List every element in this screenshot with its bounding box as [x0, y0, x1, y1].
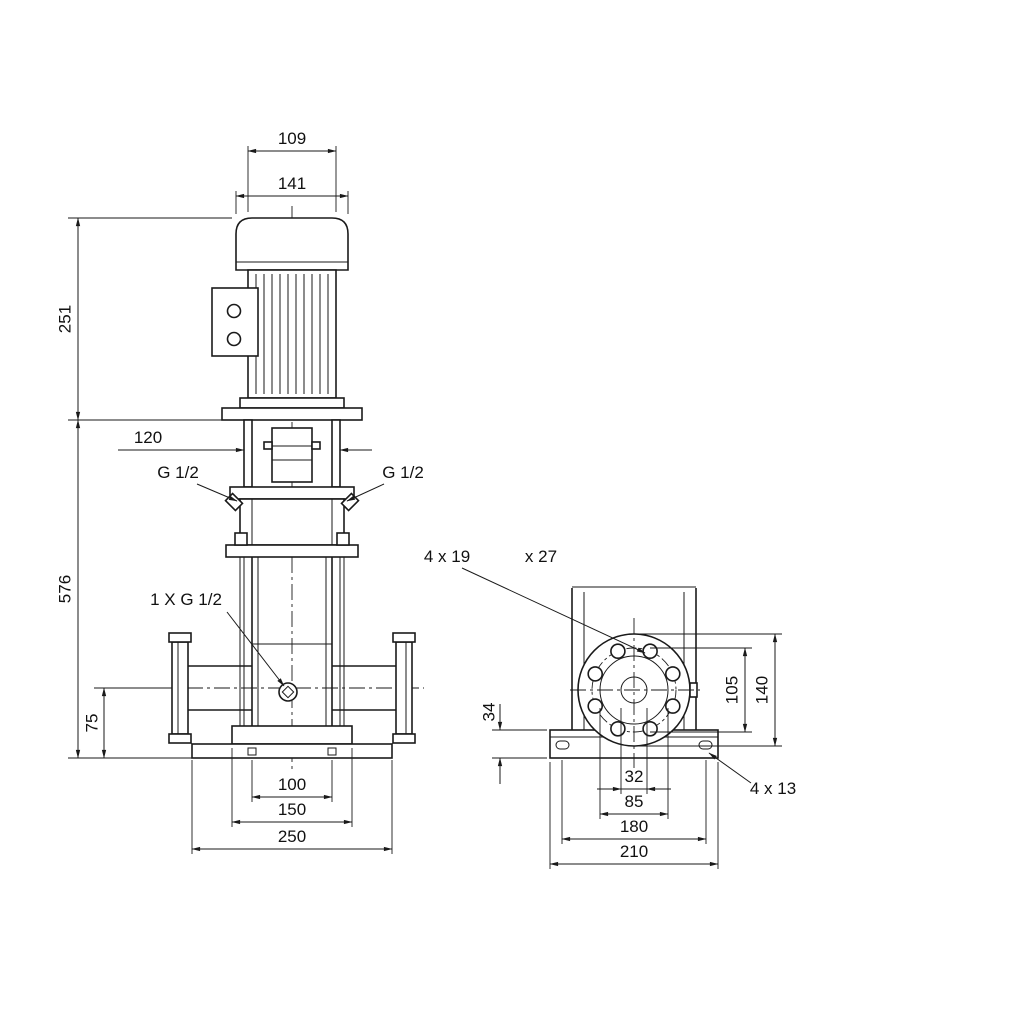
front-view: 109 141 251 576 75 120 — [55, 129, 424, 854]
dim-105: 105 — [650, 647, 752, 733]
callout-g-half-left: G 1/2 — [157, 463, 238, 502]
dim-180: 180 — [561, 760, 707, 844]
dim-label-140: 140 — [752, 676, 771, 704]
label-drain: 1 X G 1/2 — [150, 590, 222, 609]
label-flange-holes-a: 4 x 19 — [424, 547, 470, 566]
dim-109: 109 — [247, 129, 337, 212]
callout-drain: 1 X G 1/2 — [150, 590, 285, 687]
motor-fins — [255, 274, 329, 394]
dim-label-85: 85 — [625, 792, 644, 811]
callout-base-holes: 4 x 13 — [708, 752, 796, 798]
side-centerlines — [570, 618, 700, 768]
motor — [211, 217, 363, 421]
dim-34: 34 — [479, 703, 547, 784]
dim-label-100: 100 — [278, 775, 306, 794]
dim-150: 150 — [231, 748, 353, 827]
label-base-holes: 4 x 13 — [750, 779, 796, 798]
dim-141: 141 — [235, 174, 349, 214]
dim-label-32: 32 — [625, 767, 644, 786]
dim-140: 140 — [638, 633, 782, 747]
dim-100: 100 — [251, 760, 333, 802]
dim-label-576: 576 — [55, 575, 74, 603]
dim-label-109: 109 — [278, 129, 306, 148]
label-flange-holes-b: x 27 — [525, 547, 557, 566]
label-g-half-right: G 1/2 — [382, 463, 424, 482]
dim-251: 251 — [55, 217, 232, 421]
pump-base — [191, 725, 393, 759]
dim-label-180: 180 — [620, 817, 648, 836]
dim-label-75: 75 — [82, 714, 101, 733]
dim-label-105: 105 — [722, 676, 741, 704]
callout-g-half-right: G 1/2 — [346, 463, 424, 502]
dim-label-141: 141 — [278, 174, 306, 193]
dim-576: 576 — [55, 419, 192, 759]
dim-120: 120 — [118, 428, 372, 453]
dim-85: 85 — [599, 708, 669, 819]
pump-sleeve — [225, 532, 359, 726]
coupling-guard — [243, 419, 341, 488]
dim-label-251: 251 — [55, 305, 74, 333]
port-flanges — [168, 632, 416, 744]
dim-label-250: 250 — [278, 827, 306, 846]
terminal-box — [211, 287, 259, 357]
dim-label-150: 150 — [278, 800, 306, 819]
dim-label-210: 210 — [620, 842, 648, 861]
dim-label-34: 34 — [479, 703, 498, 722]
dim-32: 32 — [597, 708, 671, 794]
callout-flange-holes: 4 x 19 x 27 — [424, 547, 646, 654]
dim-210: 210 — [549, 762, 719, 869]
label-g-half-left: G 1/2 — [157, 463, 199, 482]
dim-label-120: 120 — [134, 428, 162, 447]
dim-250: 250 — [191, 760, 393, 854]
pump-head — [224, 486, 360, 546]
dim-75: 75 — [82, 687, 164, 759]
drain-plug — [278, 682, 298, 702]
side-view: 4 x 19 x 27 34 105 140 — [424, 547, 796, 869]
